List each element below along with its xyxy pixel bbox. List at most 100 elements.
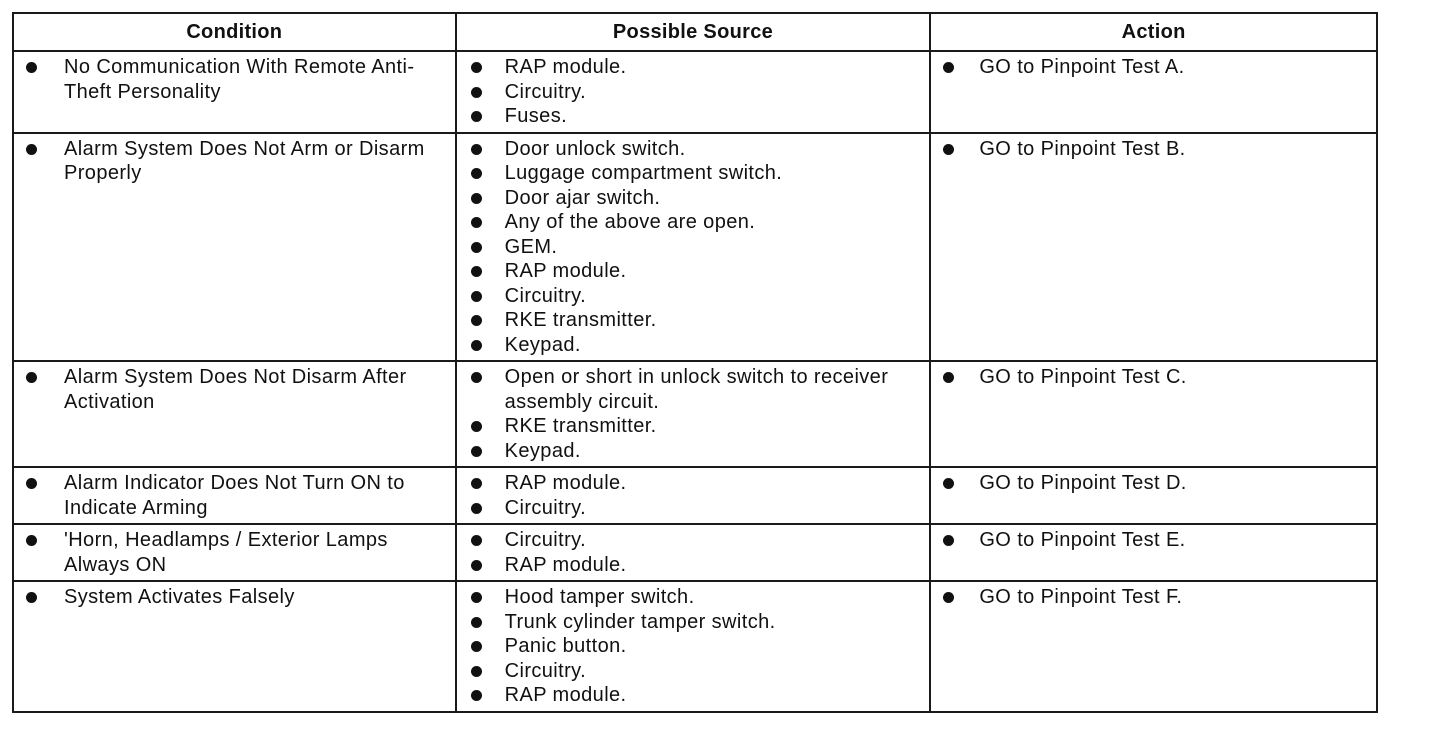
bullet-icon [470, 641, 482, 652]
bullet-icon [470, 690, 482, 701]
source-text: RAP module. [504, 684, 627, 706]
source-item: Any of the above are open. [467, 210, 924, 235]
source-text: Circuitry. [504, 284, 587, 307]
condition-cell: Alarm System Does Not Arm or Disarm Prop… [12, 131, 457, 362]
source-text: Keypad. [504, 333, 581, 356]
action-text: GO to Pinpoint Test F. [979, 586, 1183, 608]
source-item: Door unlock switch. [467, 137, 924, 162]
bullet-icon [943, 143, 955, 155]
bullet-icon [26, 535, 37, 546]
source-item: RAP module. [467, 683, 924, 708]
source-text: RAP module. [504, 56, 627, 78]
bullet-icon [470, 559, 482, 571]
bullet-icon [470, 111, 482, 122]
bullet-icon [470, 192, 482, 204]
source-text: Trunk cylinder tamper switch. [504, 610, 776, 633]
action-text: GO to Pinpoint Test B. [979, 137, 1186, 160]
source-item: Keypad. [467, 439, 924, 464]
bullet-icon [470, 86, 482, 98]
action-cell: GO to Pinpoint Test F. [929, 580, 1378, 713]
possible-source-cell: Circuitry.RAP module. [454, 523, 932, 582]
bullet-icon [26, 62, 37, 73]
condition-cell: No Communication With Remote Anti-Theft … [12, 50, 457, 134]
table-row: System Activates Falsely Hood tamper swit… [12, 580, 1378, 713]
bullet-icon [470, 665, 482, 677]
bullet-icon [943, 372, 955, 383]
bullet-icon [943, 478, 955, 489]
bullet-icon [470, 217, 482, 228]
possible-source-cell: RAP module.Circuitry. [454, 466, 932, 525]
condition-item: System Activates Falsely [24, 585, 449, 610]
table-header: Condition Possible Source Action [12, 12, 1378, 52]
source-item: RAP module. [467, 259, 924, 284]
possible-source-cell: Hood tamper switch.Trunk cylinder tamper… [454, 580, 932, 713]
condition-text: Alarm Indicator Does Not Turn ON to Indi… [64, 472, 405, 519]
bullet-icon [470, 535, 482, 546]
source-item: Luggage compartment switch. [467, 161, 924, 186]
source-item: Open or short in unlock switch to receiv… [467, 365, 924, 414]
table-row: Alarm Indicator Does Not Turn ON to Indi… [12, 466, 1378, 525]
table-row: No Communication With Remote Anti-Theft … [12, 50, 1378, 134]
bullet-icon [470, 421, 482, 432]
action-cell: GO to Pinpoint Test B. [929, 131, 1378, 362]
source-item: RKE transmitter. [467, 308, 924, 333]
bullet-icon [943, 535, 955, 546]
bullet-icon [470, 502, 482, 514]
action-item: GO to Pinpoint Test F. [941, 585, 1370, 610]
source-item: Trunk cylinder tamper switch. [467, 610, 924, 635]
source-text: Door unlock switch. [504, 137, 686, 160]
bullet-icon [470, 143, 482, 155]
table-row: Alarm System Does Not Disarm After Activ… [12, 360, 1378, 468]
source-item: RAP module. [467, 553, 924, 578]
source-text: Circuitry. [504, 496, 587, 519]
action-cell: GO to Pinpoint Test E. [929, 523, 1378, 582]
condition-text: System Activates Falsely [64, 586, 295, 608]
source-item: Hood tamper switch. [467, 585, 924, 610]
source-text: GEM. [504, 235, 558, 258]
bullet-icon [470, 592, 482, 603]
bullet-icon [26, 372, 37, 383]
bullet-icon [26, 592, 37, 603]
source-text: RKE transmitter. [504, 309, 657, 331]
source-text: Open or short in unlock switch to receiv… [504, 366, 889, 413]
condition-cell: Alarm System Does Not Disarm After Activ… [12, 360, 457, 468]
condition-cell: System Activates Falsely [12, 580, 457, 713]
source-item: RKE transmitter. [467, 414, 924, 439]
header-condition: Condition [12, 12, 457, 52]
bullet-icon [470, 290, 482, 302]
source-text: Panic button. [504, 635, 627, 657]
condition-cell: Alarm Indicator Does Not Turn ON to Indi… [12, 466, 457, 525]
source-item: Circuitry. [467, 659, 924, 684]
action-cell: GO to Pinpoint Test C. [929, 360, 1378, 468]
header-possible-source: Possible Source [454, 12, 932, 52]
bullet-icon [943, 592, 955, 603]
bullet-icon [470, 372, 482, 383]
possible-source-cell: Door unlock switch.Luggage compartment s… [454, 131, 932, 362]
action-cell: GO to Pinpoint Test D. [929, 466, 1378, 525]
condition-item: No Communication With Remote Anti-Theft … [24, 55, 449, 104]
bullet-icon [470, 266, 482, 277]
bullet-icon [470, 168, 482, 179]
table-body: No Communication With Remote Anti-Theft … [12, 50, 1378, 713]
action-text: GO to Pinpoint Test A. [979, 56, 1185, 78]
source-item: Fuses. [467, 104, 924, 129]
source-text: Luggage compartment switch. [504, 162, 783, 184]
action-item: GO to Pinpoint Test C. [941, 365, 1370, 390]
source-text: Any of the above are open. [504, 211, 756, 233]
bullet-icon [470, 616, 482, 628]
source-text: Circuitry. [504, 529, 587, 551]
source-item: RAP module. [467, 471, 924, 496]
source-text: Circuitry. [504, 659, 587, 682]
source-text: RAP module. [504, 472, 627, 494]
condition-text: No Communication With Remote Anti-Theft … [64, 56, 415, 103]
condition-text: Alarm System Does Not Disarm After Activ… [64, 366, 407, 413]
bullet-icon [943, 62, 955, 73]
bullet-icon [26, 143, 37, 155]
header-action: Action [929, 12, 1378, 52]
condition-item: 'Horn, Headlamps / Exterior Lamps Always… [24, 528, 449, 577]
action-text: GO to Pinpoint Test D. [979, 472, 1187, 494]
condition-item: Alarm Indicator Does Not Turn ON to Indi… [24, 471, 449, 520]
possible-source-cell: RAP module.Circuitry.Fuses. [454, 50, 932, 134]
action-text: GO to Pinpoint Test C. [979, 366, 1187, 388]
condition-item: Alarm System Does Not Arm or Disarm Prop… [24, 137, 449, 186]
